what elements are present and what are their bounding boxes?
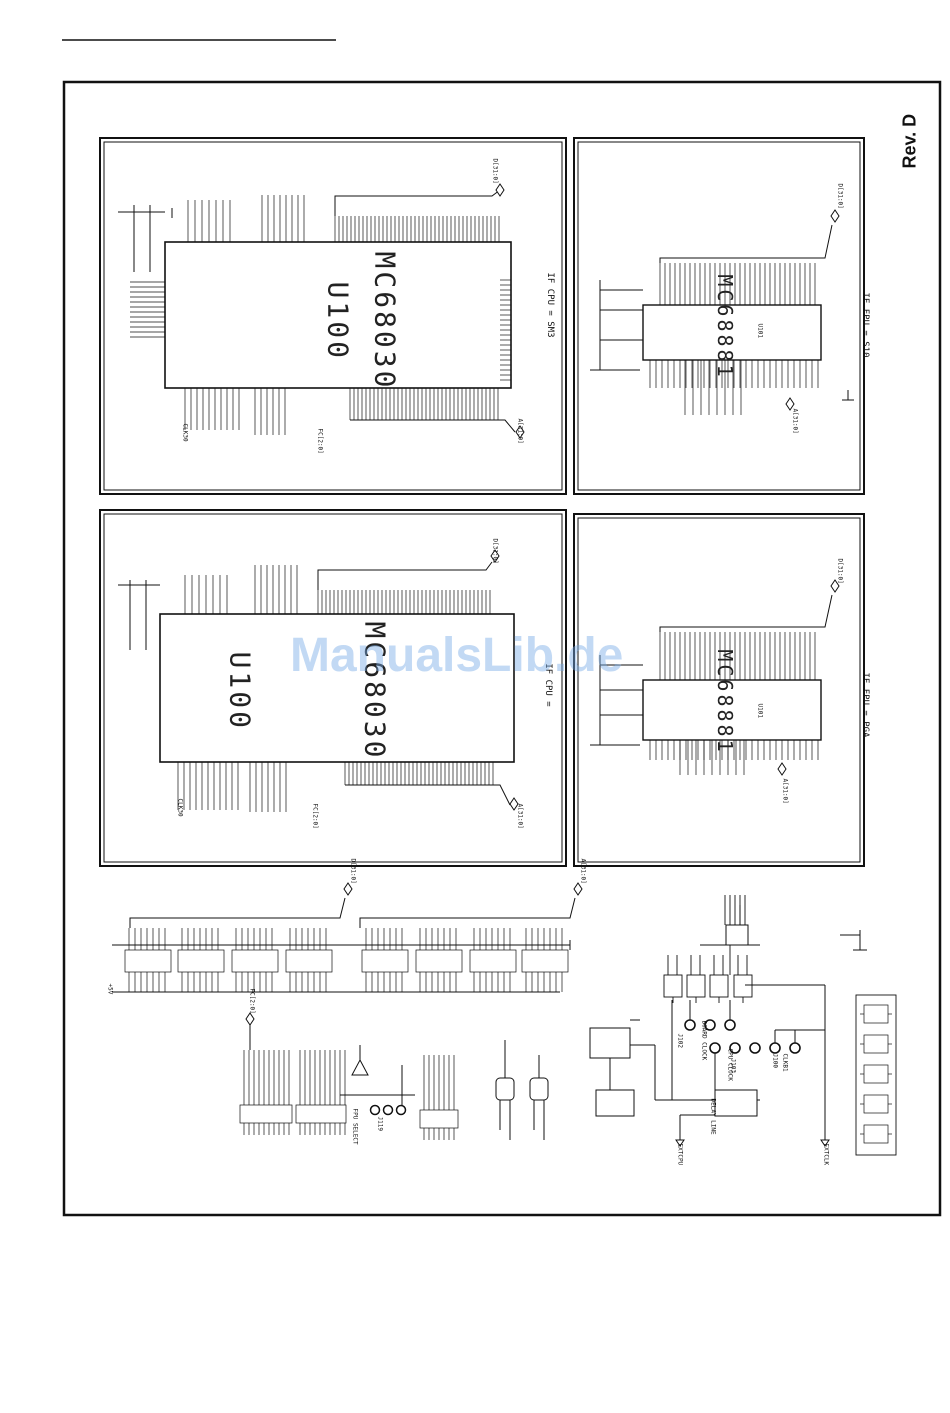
delay-line-label: DELAY LINE [709,1098,717,1135]
fpu-condition-s10: IF FPU = S10 [860,292,870,358]
board-clock-ref: J102 [676,1033,684,1048]
bottom-addr-bus: A[31:0] [579,858,587,884]
cpu-clock-ref: J103 [729,1058,737,1073]
fpu-condition-pga: IF FPU = PGA [860,672,870,738]
cpu-fc-sm3: FC[2:0] [316,428,324,454]
fpu-data-bus-pga: D[31:0] [836,558,844,584]
j100-sub: CLKB1 [781,1053,789,1072]
fpu-chip-body [642,304,822,361]
jumper-j119: J119 [376,1116,384,1131]
cpu-ref-sm3: U100 [321,281,355,361]
fpu-ref-pga: U101 [756,703,764,718]
extclk-label: EXTCLK [822,1143,830,1166]
watermark: ManualsLib.de [290,629,624,682]
cpu-ref-alt: U100 [223,651,257,731]
supply-label: +5V [106,983,114,995]
panel-fpu-pga [573,513,865,867]
board-clock-label: BOARD CLOCK [700,1020,708,1061]
cpu-data-bus-alt: D[31:0] [491,538,499,564]
fpu-addr-bus-s10: A[31:0] [791,408,799,434]
cpu-chip-body-alt [159,613,515,763]
fpu-ref-s10: U101 [756,323,764,338]
cpu-clock-sm3: CLK30 [181,423,189,442]
fpu-select-label: FPU SELECT [351,1108,359,1145]
bottom-data-bus: D[31:0] [349,858,357,884]
fpu-part-s10: MC68881 [713,274,737,380]
extcpu-label: EXTCPU [676,1143,684,1166]
j100-label: J100 [771,1053,779,1068]
bottom-section [112,882,897,1156]
fpu-addr-bus-pga: A[31:0] [781,778,789,804]
panel-cpu-sm3 [99,137,567,495]
cpu-fc-alt: FC[2:0] [311,803,319,829]
revision-label: Rev. D [899,113,920,169]
fpu-chip-body-alt [642,679,822,741]
cpu-clock-alt: CLK30 [176,798,184,817]
bottom-fc-bus: FC[2:0] [248,988,256,1014]
cpu-addr-bus-alt: A[31:0] [516,803,524,829]
panel-cpu-alt [99,509,567,867]
sheet-border [62,80,942,1217]
cpu-addr-bus-sm3: A[31:0] [516,418,524,444]
cpu-part-sm3: MC68030 [368,251,402,391]
fpu-part-pga: MC68881 [713,649,737,755]
panel-fpu-s10 [573,137,865,495]
cpu-condition-sm3: IF CPU = SM3 [545,272,555,338]
cpu-data-bus-sm3: D[31:0] [491,158,499,184]
fpu-data-bus-s10: D[31:0] [836,183,844,209]
